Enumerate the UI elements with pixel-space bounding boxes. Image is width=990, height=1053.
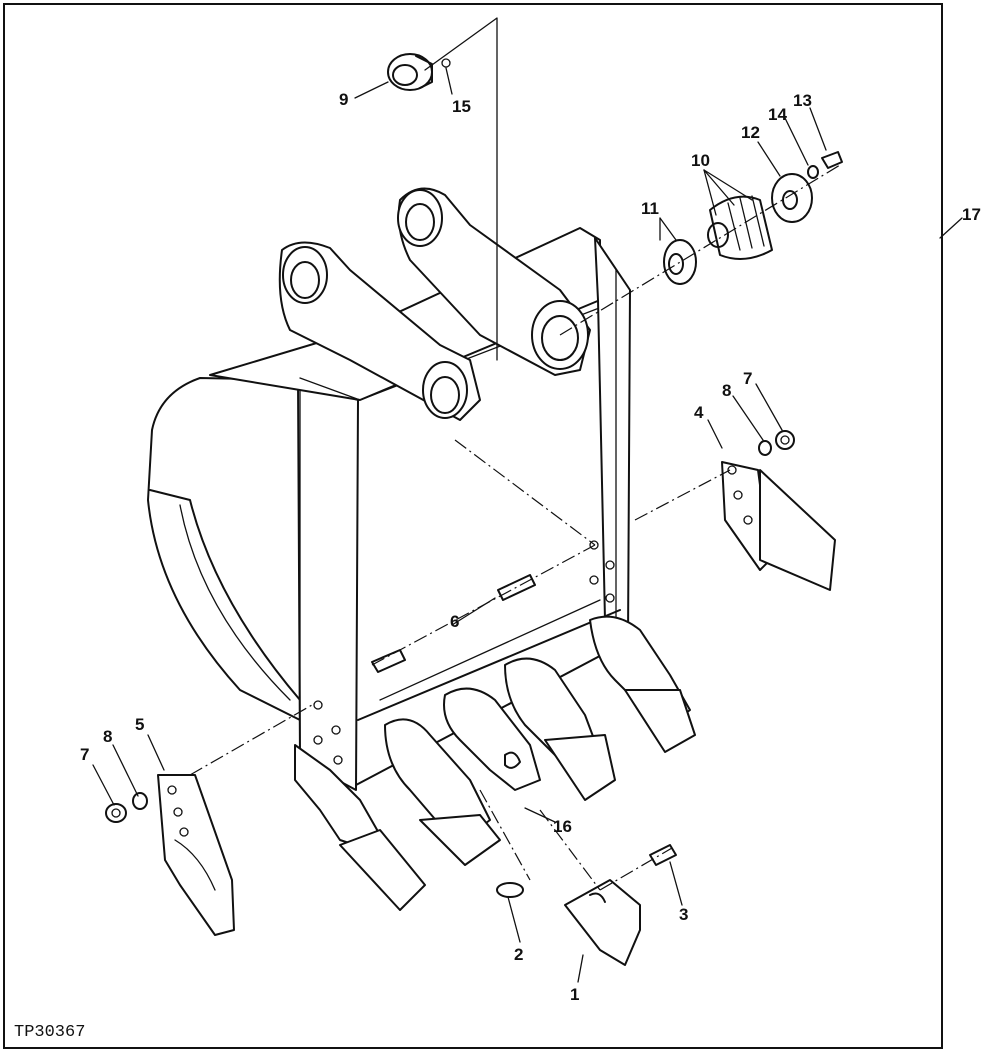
callout-8-left: 8	[103, 727, 112, 746]
callout-7-right: 7	[743, 369, 752, 388]
callout-16: 16	[553, 817, 572, 836]
cap-screw-13	[821, 151, 843, 169]
callout-2: 2	[514, 945, 523, 964]
callout-6: 6	[450, 612, 459, 631]
callout-14: 14	[768, 105, 787, 124]
callout-labels: 9 15 13 14 12 10 11 17 7 8 4 6 5 8 7 16 …	[80, 90, 981, 1004]
callout-3: 3	[679, 905, 688, 924]
shim-stack-10	[707, 195, 773, 260]
washer-8-right	[758, 440, 772, 456]
seal-11	[663, 239, 697, 285]
bucket-teeth	[294, 615, 696, 911]
retainer-pin-3	[649, 844, 677, 866]
tooth-adapter-5	[589, 615, 696, 753]
callout-9: 9	[339, 90, 348, 109]
side-bolt-holes-right	[589, 540, 615, 603]
tooth-point-1	[564, 879, 641, 966]
nut-7-left	[105, 803, 127, 823]
washer-14	[807, 165, 819, 179]
lock-ring-2	[496, 882, 524, 898]
tooth-adapter-2	[384, 718, 501, 866]
mounting-bracket-left	[278, 241, 481, 421]
retainer-plate-12	[771, 173, 813, 223]
callout-4: 4	[694, 403, 704, 422]
side-cutter-5	[157, 774, 235, 936]
callout-7-left: 7	[80, 745, 89, 764]
side-cutter-4	[721, 461, 836, 591]
tooth-adapter-3	[443, 687, 541, 791]
callout-17: 17	[962, 205, 981, 224]
washer-8-left	[132, 792, 148, 810]
pin-cap-9	[387, 53, 433, 91]
callout-5: 5	[135, 715, 144, 734]
callout-1: 1	[570, 985, 579, 1004]
callout-12: 12	[741, 123, 760, 142]
side-bolt-holes-left	[313, 700, 343, 765]
leader-lines	[92, 67, 963, 983]
callout-15: 15	[452, 97, 471, 116]
figure-reference-code: TP30367	[14, 1023, 85, 1042]
callout-10: 10	[691, 151, 710, 170]
grease-fitting-15	[441, 58, 451, 68]
callout-13: 13	[793, 91, 812, 110]
tooth-adapter-4	[504, 657, 616, 801]
figure-frame	[3, 3, 943, 1049]
callout-11: 11	[641, 199, 659, 218]
callout-8-right: 8	[722, 381, 731, 400]
nut-7-right	[775, 430, 795, 450]
tooth-adapter-1	[294, 744, 426, 911]
